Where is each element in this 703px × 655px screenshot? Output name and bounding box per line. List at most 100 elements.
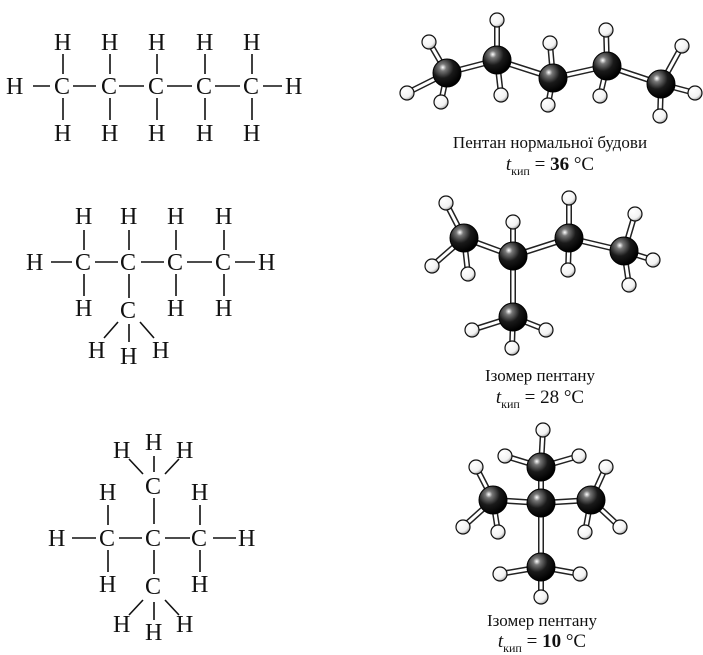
hydrogen-ball (399, 85, 415, 101)
molecule-name: Ізомер пентану (484, 366, 596, 385)
hydrogen-ball (542, 35, 558, 51)
hydrogen-label: H (26, 250, 43, 276)
hydrogen-ball (493, 87, 509, 103)
hydrogen-label: H (75, 296, 92, 322)
hydrogen-ball (674, 38, 690, 54)
hydrogen-label: H (167, 204, 184, 230)
hydrogen-label: H (215, 204, 232, 230)
hydrogen-label: H (113, 612, 130, 638)
hydrogen-label: H (145, 430, 162, 456)
hydrogen-label: H (48, 526, 65, 552)
carbon-ball (554, 223, 584, 253)
boiling-point-value: 28 (540, 387, 560, 408)
carbon-ball (478, 485, 508, 515)
hydrogen-label: H (6, 74, 23, 100)
hydrogen-label: H (113, 438, 130, 464)
hydrogen-label: H (285, 74, 302, 100)
boiling-point-value: 36 (550, 154, 570, 175)
hydrogen-ball (598, 459, 614, 475)
hydrogen-label: H (258, 250, 275, 276)
hydrogen-ball (572, 566, 588, 582)
hydrogen-ball (571, 448, 587, 464)
carbon-label: C (215, 250, 231, 276)
hydrogen-label: H (148, 30, 165, 56)
carbon-ball (432, 58, 462, 88)
hydrogen-ball (490, 524, 506, 540)
carbon-label: C (196, 74, 212, 100)
carbon-ball (498, 302, 528, 332)
hydrogen-label: H (75, 204, 92, 230)
hydrogen-ball (538, 322, 554, 338)
equals-sign: = (534, 154, 546, 175)
hydrogen-ball (598, 22, 614, 38)
hydrogen-ball (489, 12, 505, 28)
carbon-ball (482, 45, 512, 75)
hydrogen-ball (535, 422, 551, 438)
temperature-unit: °C (565, 631, 587, 652)
ball-and-stick-neopentane (455, 422, 628, 605)
hydrogen-label: H (191, 480, 208, 506)
hydrogen-ball (505, 214, 521, 230)
hydrogen-ball (687, 85, 703, 101)
carbon-ball (538, 63, 568, 93)
hydrogen-ball (464, 322, 480, 338)
hydrogen-label: H (176, 438, 193, 464)
hydrogen-ball (468, 459, 484, 475)
carbon-label: C (99, 526, 115, 552)
carbon-label: C (191, 526, 207, 552)
hydrogen-ball (492, 566, 508, 582)
hydrogen-ball (560, 262, 576, 278)
carbon-label: C (145, 474, 161, 500)
hydrogen-label: H (196, 30, 213, 56)
hydrogen-label: H (120, 344, 137, 370)
hydrogen-label: H (54, 121, 71, 147)
carbon-ball (449, 223, 479, 253)
ball-and-stick-isopentane (424, 190, 661, 356)
carbon-ball (526, 552, 556, 582)
carbon-ball (526, 488, 556, 518)
hydrogen-label: H (101, 30, 118, 56)
carbon-label: C (145, 574, 161, 600)
hydrogen-label: H (101, 121, 118, 147)
hydrogen-ball (561, 190, 577, 206)
hydrogen-ball (645, 252, 661, 268)
temperature-symbol: t (495, 387, 502, 408)
hydrogen-label: H (99, 480, 116, 506)
hydrogen-ball (497, 448, 513, 464)
carbon-label: C (167, 250, 183, 276)
hydrogen-ball (652, 108, 668, 124)
hydrogen-ball (421, 34, 437, 50)
hydrogen-label: H (176, 612, 193, 638)
temperature-subscript: кип (501, 396, 520, 411)
hydrogen-label: H (196, 121, 213, 147)
hydrogen-label: H (191, 572, 208, 598)
hydrogen-label: H (148, 121, 165, 147)
hydrogen-ball (540, 97, 556, 113)
carbon-label: C (243, 74, 259, 100)
carbon-label: C (120, 250, 136, 276)
hydrogen-ball (592, 88, 608, 104)
carbon-label: C (54, 74, 70, 100)
structural-formula-isopentane: H C C C C H H H H H H C H H H H H (26, 204, 275, 370)
hydrogen-ball (621, 277, 637, 293)
carbon-ball (576, 485, 606, 515)
hydrogen-label: H (243, 121, 260, 147)
carbon-ball (498, 241, 528, 271)
hydrogen-label: H (88, 338, 105, 364)
equals-sign: = (524, 387, 536, 408)
hydrogen-label: H (120, 204, 137, 230)
hydrogen-label: H (145, 620, 162, 646)
temperature-symbol: t (505, 154, 512, 175)
carbon-label: C (148, 74, 164, 100)
hydrogen-ball (533, 589, 549, 605)
hydrogen-ball (424, 258, 440, 274)
carbon-label: C (120, 298, 136, 324)
carbon-ball (609, 236, 639, 266)
hydrogen-label: H (99, 572, 116, 598)
carbon-label: C (101, 74, 117, 100)
carbon-label: C (145, 526, 161, 552)
hydrogen-label: H (215, 296, 232, 322)
structural-formula-n-pentane: H C C C C C H H H H H H H H H H H (6, 30, 302, 147)
